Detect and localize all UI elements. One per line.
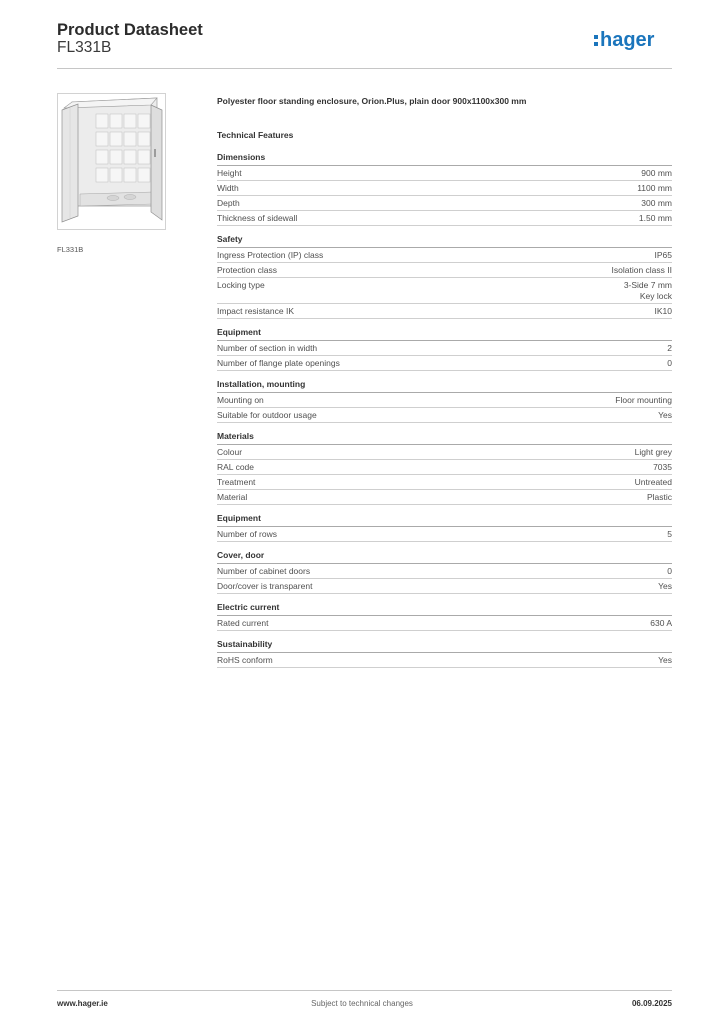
spec-row: Depth 300 mm bbox=[217, 196, 672, 211]
spec-row: Number of flange plate openings 0 bbox=[217, 356, 672, 371]
section-title: Dimensions bbox=[217, 152, 672, 166]
datasheet-content: Polyester floor standing enclosure, Orio… bbox=[217, 96, 672, 676]
spec-row: Colour Light grey bbox=[217, 445, 672, 460]
spec-row: Number of cabinet doors 0 bbox=[217, 564, 672, 579]
spec-value: 300 mm bbox=[641, 198, 672, 208]
spec-value: Yes bbox=[658, 410, 672, 420]
spec-row: Protection class Isolation class II bbox=[217, 263, 672, 278]
spec-row: Number of section in width 2 bbox=[217, 341, 672, 356]
spec-label: Treatment bbox=[217, 477, 256, 487]
image-caption: FL331B bbox=[57, 245, 84, 254]
spec-label: Number of rows bbox=[217, 529, 277, 539]
section-title: Cover, door bbox=[217, 550, 672, 564]
features-heading: Technical Features bbox=[217, 130, 294, 140]
spec-label: RoHS conform bbox=[217, 655, 273, 665]
spec-value: Light grey bbox=[634, 447, 672, 457]
footer-notice: Subject to technical changes bbox=[311, 999, 413, 1008]
spec-row: Material Plastic bbox=[217, 490, 672, 505]
spec-label: Number of flange plate openings bbox=[217, 358, 340, 368]
spec-label: Mounting on bbox=[217, 395, 264, 405]
footer-date: 06.09.2025 bbox=[631, 999, 672, 1008]
spec-value: 2 bbox=[667, 343, 672, 353]
spec-label: Protection class bbox=[217, 265, 277, 275]
spec-label: Suitable for outdoor usage bbox=[217, 410, 317, 420]
spec-value: 900 mm bbox=[641, 168, 672, 178]
spec-row: Number of rows 5 bbox=[217, 527, 672, 542]
footer-divider bbox=[57, 990, 672, 991]
section-safety: Safety Ingress Protection (IP) class IP65… bbox=[217, 234, 672, 319]
page-title: Product Datasheet bbox=[57, 21, 203, 39]
spec-value: Isolation class II bbox=[611, 265, 672, 275]
spec-label: Door/cover is transparent bbox=[217, 581, 313, 591]
logo-text: hager bbox=[600, 29, 655, 51]
spec-value: IP65 bbox=[654, 250, 673, 260]
spec-row: RoHS conform Yes bbox=[217, 653, 672, 668]
spec-row: Door/cover is transparent Yes bbox=[217, 579, 672, 594]
spec-value: Floor mounting bbox=[615, 395, 672, 405]
spec-row: Rated current 630 A bbox=[217, 616, 672, 631]
spec-value: Untreated bbox=[634, 477, 672, 487]
spec-value: 7035 bbox=[653, 462, 672, 472]
spec-row: Mounting on Floor mounting bbox=[217, 393, 672, 408]
spec-row: Width 1100 mm bbox=[217, 181, 672, 196]
section-installation: Installation, mounting Mounting on Floor … bbox=[217, 379, 672, 423]
hager-logo: hager bbox=[594, 27, 674, 60]
section-dimensions: Dimensions Height 900 mm Width 1100 mm Dep… bbox=[217, 152, 672, 226]
spec-label: RAL code bbox=[217, 462, 255, 472]
spec-value: 0 bbox=[667, 358, 672, 368]
spec-label: Width bbox=[217, 183, 239, 193]
spec-value: 1.50 mm bbox=[638, 213, 672, 223]
spec-row: Locking type 3-Side 7 mm Key lock bbox=[217, 278, 672, 304]
section-electric-current: Electric current Rated current 630 A bbox=[217, 602, 672, 631]
spec-value: 0 bbox=[667, 566, 672, 576]
spec-label: Rated current bbox=[217, 618, 269, 628]
spec-label: Material bbox=[217, 492, 248, 502]
spec-value: 1100 mm bbox=[637, 183, 672, 193]
section-title: Materials bbox=[217, 431, 672, 445]
product-description: Polyester floor standing enclosure, Orio… bbox=[217, 96, 527, 106]
spec-label: Height bbox=[217, 168, 242, 178]
spec-row: Height 900 mm bbox=[217, 166, 672, 181]
spec-value: Yes bbox=[658, 581, 672, 591]
spec-label: Number of cabinet doors bbox=[217, 566, 311, 576]
spec-value: 5 bbox=[667, 529, 672, 539]
spec-row: Treatment Untreated bbox=[217, 475, 672, 490]
section-title: Electric current bbox=[217, 602, 672, 616]
section-title: Equipment bbox=[217, 327, 672, 341]
spec-label: Depth bbox=[217, 198, 240, 208]
spec-row: Thickness of sidewall 1.50 mm bbox=[217, 211, 672, 226]
spec-row: RAL code 7035 bbox=[217, 460, 672, 475]
section-cover-door: Cover, door Number of cabinet doors 0 Doo… bbox=[217, 550, 672, 594]
section-sustainability: Sustainability RoHS conform Yes bbox=[217, 639, 672, 668]
spec-value: IK10 bbox=[654, 306, 673, 316]
spec-label: Locking type bbox=[217, 280, 265, 290]
spec-row: Ingress Protection (IP) class IP65 bbox=[217, 248, 672, 263]
spec-row: Impact resistance IK IK10 bbox=[217, 304, 672, 319]
footer-website-link[interactable]: www.hager.ie bbox=[57, 999, 108, 1008]
hager-logo-mark: hager bbox=[594, 29, 655, 51]
header-divider bbox=[57, 68, 672, 69]
product-code: FL331B bbox=[57, 39, 112, 56]
spec-label: Impact resistance IK bbox=[217, 306, 295, 316]
spec-value: Yes bbox=[658, 655, 672, 665]
product-image bbox=[57, 93, 166, 230]
section-title: Equipment bbox=[217, 513, 672, 527]
section-equipment: Equipment Number of section in width 2 Nu… bbox=[217, 327, 672, 371]
section-title: Safety bbox=[217, 234, 672, 248]
spec-value: 3-Side 7 mm Key lock bbox=[623, 280, 672, 301]
section-title: Sustainability bbox=[217, 639, 672, 653]
spec-value: 630 A bbox=[650, 618, 672, 628]
spec-value: Plastic bbox=[646, 492, 672, 502]
section-title: Installation, mounting bbox=[217, 379, 672, 393]
section-equipment-rows: Equipment Number of rows 5 bbox=[217, 513, 672, 542]
spec-label: Colour bbox=[217, 447, 243, 457]
spec-row: Suitable for outdoor usage Yes bbox=[217, 408, 672, 423]
spec-label: Number of section in width bbox=[217, 343, 318, 353]
spec-label: Thickness of sidewall bbox=[217, 213, 298, 223]
spec-label: Ingress Protection (IP) class bbox=[217, 250, 324, 260]
